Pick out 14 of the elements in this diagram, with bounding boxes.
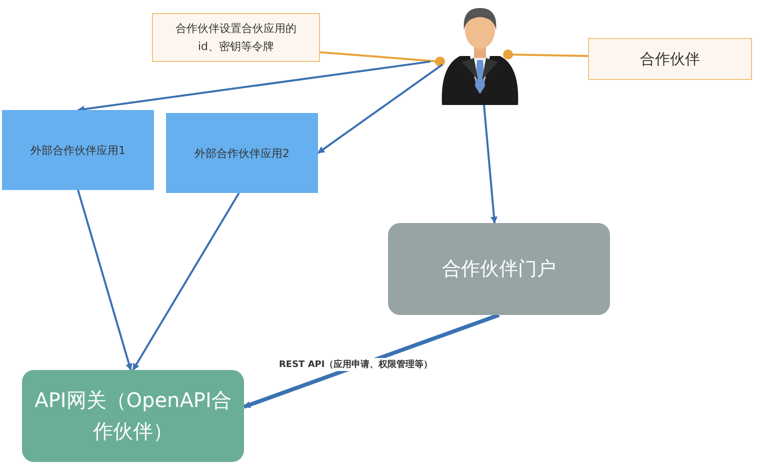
portal-box: 合作伙伴门户 — [388, 223, 610, 315]
role-box: 合作伙伴 — [588, 38, 752, 80]
gateway-box: API网关（OpenAPI合作伙伴） — [22, 370, 244, 462]
callout-box: 合作伙伴设置合伙应用的 id、密钥等令牌 — [152, 13, 320, 62]
arrow — [77, 190, 132, 371]
leader-line — [320, 51, 445, 67]
app-box: 外部合作伙伴应用2 — [166, 113, 318, 193]
leader-line — [503, 50, 588, 60]
arrow — [243, 313, 500, 409]
app-box: 外部合作伙伴应用1 — [2, 110, 154, 190]
arrow — [77, 60, 431, 113]
arrow — [317, 64, 443, 154]
arrow — [132, 192, 240, 371]
arrow — [483, 104, 498, 224]
